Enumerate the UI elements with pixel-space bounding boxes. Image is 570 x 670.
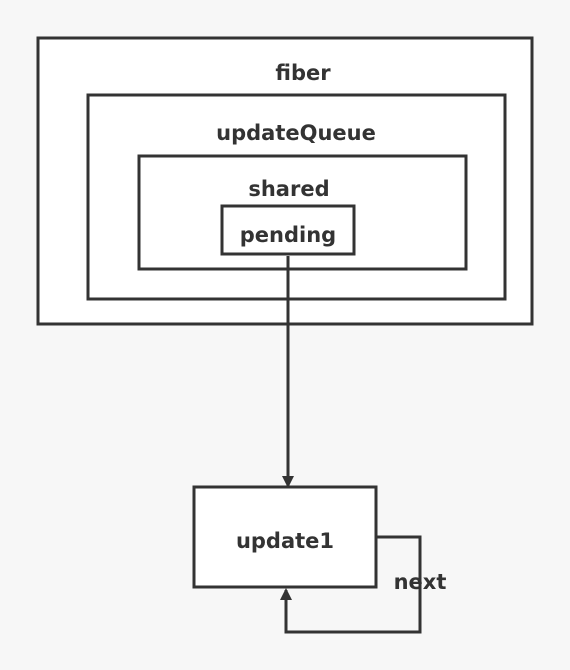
- update1-next-loop: [280, 535, 422, 634]
- shared-label: shared: [248, 177, 329, 201]
- update1-label: update1: [236, 529, 334, 553]
- update-queue-label: updateQueue: [216, 121, 376, 145]
- pending-box: [220, 204, 356, 256]
- pending-label: pending: [240, 223, 336, 247]
- fiber-label: fiber: [275, 61, 331, 85]
- next-label: next: [394, 570, 447, 594]
